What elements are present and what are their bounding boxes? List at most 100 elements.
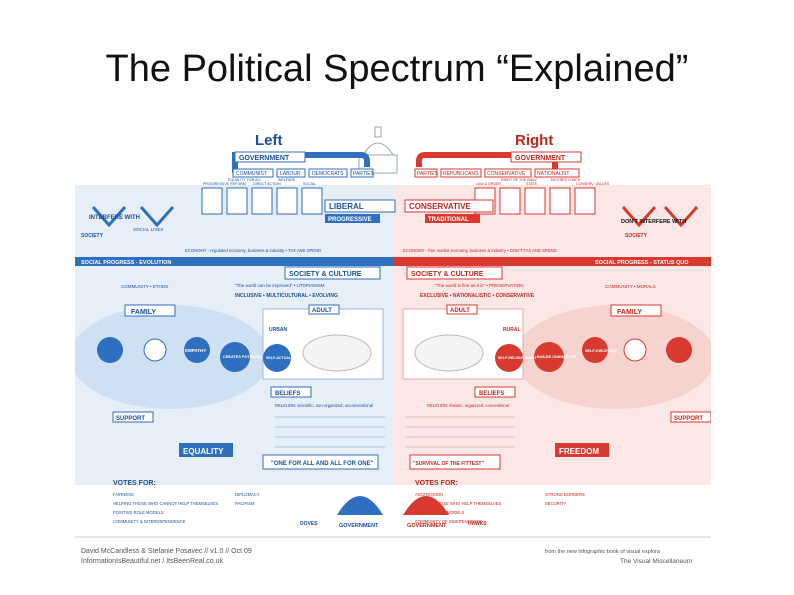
left-gov-tag: COMMUNIST bbox=[236, 171, 267, 177]
creates-potential-label: CREATES POTENTIAL bbox=[223, 355, 264, 359]
right-family-oval bbox=[515, 305, 711, 409]
left-pillar-label: PROGRESSIVE REFORM bbox=[203, 182, 246, 186]
slide-title: The Political Spectrum “Explained” bbox=[105, 48, 689, 90]
right-vote-item: AGGRESSION bbox=[415, 492, 443, 497]
right-religion: RELIGION: theistic, organized, conventio… bbox=[427, 403, 509, 408]
rural-label: RURAL bbox=[503, 327, 521, 333]
social-lives-label: SOCIAL LIVES bbox=[133, 227, 163, 232]
self-actualised-label: SELF-ACTUALISED ADULT bbox=[266, 356, 313, 360]
left-gov-arrow bbox=[232, 152, 370, 173]
self-reliant-node bbox=[495, 344, 523, 372]
left-vote-item: FAIRNESS bbox=[113, 492, 134, 497]
right-world-view: "The world is fine as it is" • PRESERVAT… bbox=[435, 283, 524, 288]
left-gov-label: GOVERNMENT bbox=[239, 155, 290, 162]
right-gov-tags: PARTIES REPUBLICANS CONSERVATIVE NATIONA… bbox=[414, 168, 580, 178]
right-family-nodes: BUILDS CHARACTER SELF-DISCIPLINE bbox=[534, 337, 692, 372]
right-bottom-gov: GOVERNMENT bbox=[407, 523, 447, 529]
community-ethos: COMMUNITY • ETHOS bbox=[121, 284, 168, 289]
left-votes-list: FAIRNESS HELPING THOSE WHO CANNOT HELP T… bbox=[113, 492, 260, 524]
left-gov-tag: LABOUR bbox=[280, 171, 301, 177]
right-heading: Right bbox=[515, 132, 553, 149]
left-family-oval bbox=[75, 305, 270, 409]
right-thought-cloud bbox=[414, 334, 484, 372]
left-gov-tag: PARTIES bbox=[353, 171, 375, 177]
left-family-nodes: EMPATHY CREATES POTENTIAL bbox=[97, 337, 264, 372]
credit-book-line: from the new infographic book of visual … bbox=[545, 549, 661, 555]
self-discipline-label: SELF-DISCIPLINE bbox=[585, 349, 618, 353]
right-vote-item: COMMUNITY OF INDEPENDENCE bbox=[415, 519, 482, 524]
left-vote-item: POSITIVE ROLE MODELS bbox=[113, 510, 164, 515]
right-gov-tag: NATIONALIST bbox=[537, 171, 569, 177]
left-society-culture: SOCIETY & CULTURE bbox=[289, 271, 362, 278]
right-pillar-label: LAW & ORDER bbox=[476, 182, 501, 186]
right-social-progress-bar bbox=[393, 257, 711, 266]
traditional-label: TRADITIONAL bbox=[428, 217, 469, 223]
left-society-label: SOCIETY bbox=[81, 233, 104, 239]
left-vote-item: DIPLOMACY bbox=[235, 492, 260, 497]
left-social-progress-bar bbox=[75, 257, 393, 266]
progressive-label: PROGRESSIVE bbox=[328, 217, 372, 223]
credit-book-title: The Visual Miscellaneum bbox=[620, 558, 692, 565]
political-spectrum-poster: Left Right GOVERNMENT GOVERNMENT COMMUNI… bbox=[75, 125, 711, 573]
right-society-label: SOCIETY bbox=[625, 233, 648, 239]
left-pillars: PROGRESSIVE REFORM EQUALITY FOR ALL DIRE… bbox=[201, 178, 323, 215]
freedom-label: FREEDOM bbox=[559, 447, 599, 456]
right-gov-tag: REPUBLICANS bbox=[443, 171, 479, 177]
left-adult-label: ADULT bbox=[312, 308, 332, 314]
conservative-label: CONSERVATIVE bbox=[409, 202, 471, 211]
left-support-label: SUPPORT bbox=[116, 416, 145, 422]
right-gov-arrow bbox=[416, 152, 558, 173]
left-vote-item: PACIFISM bbox=[235, 501, 255, 506]
left-beliefs-label: BELIEFS bbox=[275, 391, 300, 397]
left-belief-lines bbox=[275, 416, 385, 448]
right-vote-item: SECURITY bbox=[545, 501, 566, 506]
right-society-culture: SOCIETY & CULTURE bbox=[411, 271, 484, 278]
left-bottom-gov: GOVERNMENT bbox=[339, 523, 379, 529]
left-gov-tags: COMMUNIST LABOUR DEMOCRATS PARTIES bbox=[232, 168, 375, 178]
left-social-progress: SOCIAL PROGRESS - EVOLUTION bbox=[81, 260, 171, 266]
right-vote-item: HELPING THOSE WHO HELP THEMSELVES bbox=[415, 501, 501, 506]
right-beliefs-label: BELIEFS bbox=[479, 391, 504, 397]
left-world-view: "The world can be improved" • UTOPIANISM bbox=[235, 283, 325, 288]
right-dome-icon bbox=[403, 496, 449, 515]
community-morals: COMMUNITY • MORALS bbox=[605, 284, 656, 289]
right-family-label: FAMILY bbox=[617, 309, 642, 316]
left-religion: RELIGION: scientific, non-organized, unc… bbox=[275, 403, 373, 408]
left-slogan: "ONE FOR ALL AND ALL FOR ONE" bbox=[271, 461, 374, 467]
left-pillar-label: EQUALITY FOR ALL bbox=[228, 178, 262, 182]
left-vote-item: HELPING THOSE WHO CANNOT HELP THEMSELVES bbox=[113, 501, 218, 506]
equality-label: EQUALITY bbox=[183, 447, 224, 456]
builds-character-label: BUILDS CHARACTER bbox=[537, 355, 576, 359]
hawks-label: HAWKS bbox=[468, 521, 487, 527]
interfere-with-banner: INTERFERE WITH SOCIAL LIVES SOCIETY bbox=[81, 206, 175, 239]
left-economy: ECONOMY - regulated economy, business & … bbox=[185, 248, 321, 253]
right-social-progress: SOCIAL PROGRESS - STATUS QUO bbox=[595, 260, 689, 266]
left-gov-tag: DEMOCRATS bbox=[312, 171, 344, 177]
credit-authors: David McCandless & Stefanie Posavec // v… bbox=[81, 548, 252, 555]
credit-sites: InformationIsBeautiful.net / ItsBeenReal… bbox=[81, 558, 224, 565]
right-economy: ECONOMY - free market economy, business … bbox=[403, 248, 557, 253]
right-belief-lines bbox=[405, 416, 515, 448]
self-reliant-label: SELF-RELIANT ADULT bbox=[498, 356, 538, 360]
right-gov-tag: CONSERVATIVE bbox=[487, 171, 526, 177]
right-pillar-label: STATE bbox=[526, 182, 538, 186]
right-gov-label: GOVERNMENT bbox=[515, 155, 566, 162]
left-heading: Left bbox=[255, 132, 283, 149]
right-pillar-label: RIGHT OF THE INDIV. bbox=[501, 178, 537, 182]
left-dome-icon bbox=[337, 496, 383, 515]
right-slogan: "SURVIVAL OF THE FITTEST" bbox=[413, 461, 484, 467]
left-family-label: FAMILY bbox=[131, 309, 156, 316]
empathy-label: EMPATHY bbox=[185, 348, 206, 353]
right-gov-tag: PARTIES bbox=[417, 171, 439, 177]
dont-interfere-banner: DON'T INTERFERE WITH SOCIETY bbox=[621, 206, 699, 239]
left-pillar-label: SOCIAL bbox=[303, 182, 316, 186]
inclusive-label: INCLUSIVE • MULTICULTURAL • EVOLVING bbox=[235, 293, 338, 299]
right-support-label: SUPPORT bbox=[674, 416, 703, 422]
interfere-with-label: INTERFERE WITH bbox=[89, 215, 140, 221]
right-pillar-label: CONSERV. VALUES bbox=[576, 182, 610, 186]
right-votes-for: VOTES FOR: bbox=[415, 480, 458, 487]
left-vote-item: COMMUNITY & INTERDEPENDENCE bbox=[113, 519, 186, 524]
exclusive-label: EXCLUSIVE • NATIONALISTIC • CONSERVATIVE bbox=[420, 293, 535, 299]
left-pillar-label: DIRECT ACTION bbox=[253, 182, 281, 186]
doves-label: DOVES bbox=[300, 521, 318, 527]
